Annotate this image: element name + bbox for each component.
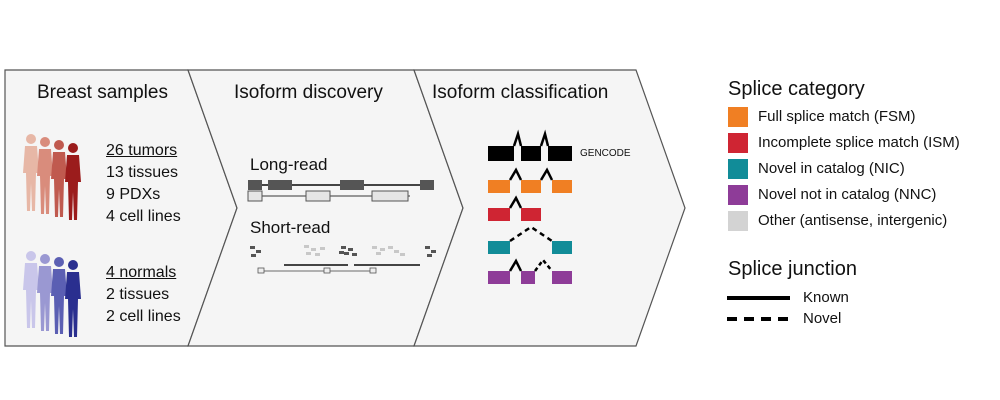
ism-legend-label: Incomplete splice match (ISM) — [758, 134, 960, 151]
splice-category-title: Splice category — [728, 78, 865, 100]
gencode-label: GENCODE — [580, 148, 631, 159]
normal-tissues: 2 tissues — [106, 286, 170, 303]
nnc-legend-label: Novel not in catalog (NNC) — [758, 186, 937, 203]
fsm-transcript — [488, 167, 572, 193]
normal-cell-lines: 2 cell lines — [106, 308, 181, 325]
tumor-tissues: 13 tissues — [106, 164, 179, 181]
other-legend-label: Other (antisense, intergenic) — [758, 212, 948, 229]
normal-count: 4 normals — [106, 264, 177, 281]
tumor-cell-lines: 4 cell lines — [106, 208, 181, 225]
samples-title: Breast samples — [37, 82, 168, 103]
gencode-transcript — [488, 129, 572, 161]
long-read-label: Long-read — [250, 155, 328, 174]
ism-swatch — [728, 133, 748, 153]
other-swatch — [728, 211, 748, 231]
nic-transcript — [488, 225, 572, 254]
nnc-swatch — [728, 185, 748, 205]
known-junction-label: Known — [803, 289, 849, 306]
tumor-pdxs: 9 PDXs — [106, 186, 161, 203]
nic-swatch — [728, 159, 748, 179]
classification-title: Isoform classification — [432, 82, 609, 103]
short-read-tracks — [250, 245, 436, 274]
tumor-count: 26 tumors — [106, 142, 178, 159]
discovery-title: Isoform discovery — [234, 82, 383, 103]
novel-junction-label: Novel — [803, 310, 842, 327]
splice-junction-title: Splice junction — [728, 258, 857, 280]
nic-legend-label: Novel in catalog (NIC) — [758, 160, 905, 177]
normal-samples-list: 4 normals 2 tissues 2 cell lines — [106, 262, 181, 328]
tumor-samples-list: 26 tumors 13 tissues 9 PDXs 4 cell lines — [106, 140, 181, 228]
panel-isoform-classification — [413, 69, 686, 347]
fsm-legend-label: Full splice match (FSM) — [758, 108, 916, 125]
nnc-transcript — [488, 257, 572, 284]
ism-transcript — [488, 195, 541, 221]
long-read-tracks — [247, 180, 434, 202]
fsm-swatch — [728, 107, 748, 127]
short-read-label: Short-read — [250, 218, 331, 237]
